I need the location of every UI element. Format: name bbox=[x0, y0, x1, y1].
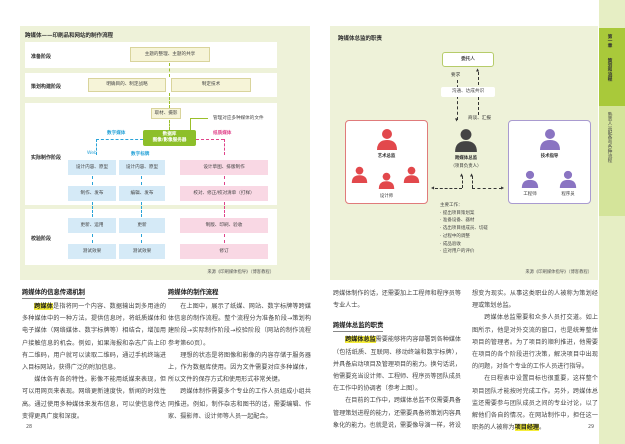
consensus-label: 沟通、达成共识 bbox=[441, 87, 495, 97]
signage-step: 设计内容、原型 bbox=[119, 160, 165, 175]
art-director-icon bbox=[377, 129, 397, 150]
chapter-number: 第一章 bbox=[607, 34, 612, 48]
diagram-title: 跨媒体总监的职责 bbox=[338, 36, 383, 42]
diagram-source: 来源《印刷媒体指导》（博客教程） bbox=[207, 270, 274, 275]
paragraph: 在上图中，展示了纸媒、网站、数字标牌等跨媒体信息的制作流程。整个流程分为准备阶段… bbox=[168, 303, 311, 347]
signage-step: 更新 bbox=[119, 218, 165, 233]
section-tab bbox=[599, 106, 625, 216]
digital-media-label: 数字媒体 bbox=[107, 131, 126, 136]
paper-step: 设计草图、排版制作 bbox=[180, 160, 268, 175]
paper-step: 制版、印刷、验收 bbox=[180, 218, 268, 233]
prep-box: 主题的整理、主题的共享 bbox=[130, 47, 210, 62]
paragraph: 在日程表中设置目标也很重要，这样整个项目团队才能按时完成工作。另外，跨媒体总监还… bbox=[472, 375, 598, 432]
page-number: 29 bbox=[588, 425, 595, 430]
designer-icon bbox=[351, 166, 368, 183]
designer-icon bbox=[378, 172, 395, 189]
highlight-term: 跨媒体 bbox=[34, 303, 54, 310]
designer-label: 设计师 bbox=[379, 194, 394, 199]
plan-box: 制定技术 bbox=[171, 78, 251, 92]
chapter-tab bbox=[599, 28, 625, 106]
paragraph: 在目前的工作中，跨媒体总监不仅需要具备管理策划进程的能力，还需要具备将策划内容具… bbox=[333, 397, 461, 429]
signage-label: 数字标牌 bbox=[131, 152, 150, 157]
page-number: 28 bbox=[26, 425, 33, 430]
engineer-label: 工程师 bbox=[523, 192, 537, 197]
paragraph: 跨媒体制作的话，还需要加上工程师和程序员等专业人士。 bbox=[333, 290, 461, 310]
tech-director-icon bbox=[540, 129, 560, 150]
stage-label: 实际制作阶段 bbox=[31, 155, 62, 161]
signage-step: 编辑、发布 bbox=[119, 186, 165, 201]
cross-media-director-icon bbox=[455, 129, 477, 152]
paragraph: 想变为现实。从事这类职业的人被称为策划经理或策划总监。 bbox=[472, 290, 598, 310]
tech-director-label: 技术指导 bbox=[540, 154, 559, 159]
paragraph: 媒体各有各的特性。影像不能用纸媒来表现，但可以用网页来表现。网络更新速度快，新闻… bbox=[22, 376, 166, 420]
shoot-box: 取材、摄影 bbox=[151, 108, 181, 119]
plan-box: 明确目的、制定战略 bbox=[88, 78, 166, 92]
section-heading: 跨媒体的制作流程 bbox=[168, 288, 219, 299]
engineer-icon bbox=[521, 170, 539, 188]
web-step: 更新、运用 bbox=[68, 218, 116, 233]
paragraph: 跨媒体总监需要和众多人员打交道。如上图所示，他是对外交流的窗口，也是统筹整体项目… bbox=[472, 314, 598, 371]
main-work-list: 主要工作： · 提出项目策划案 · 准备设备、器材 · 选出项目组成员、切磋 ·… bbox=[440, 203, 488, 255]
database-box: 数据库图像/影像服务器 bbox=[143, 130, 196, 146]
highlight-term: 项目经理 bbox=[514, 424, 540, 432]
file-note: 管理对应多种媒体的文件 bbox=[213, 116, 264, 121]
designer-icon bbox=[403, 166, 420, 183]
production-flow-diagram: 跨媒体——印刷品和网站的制作流程 准备阶段 策划构建阶段 实际制作阶段 校验阶段… bbox=[20, 26, 310, 280]
section-heading: 跨媒体的信息传递机制 bbox=[22, 288, 85, 299]
paper-step: 校对、修正/校对清单（打样） bbox=[180, 186, 268, 201]
web-step: 测试效果 bbox=[68, 244, 116, 259]
right-column-1: 跨媒体制作的话，还需要加上工程师和程序员等专业人士。 跨媒体总监的职责 跨媒体总… bbox=[333, 288, 461, 432]
diagram-title: 跨媒体——印刷品和网站的制作流程 bbox=[25, 33, 114, 39]
request-label: 要求 bbox=[451, 73, 461, 78]
section-heading: 跨媒体总监的职责 bbox=[333, 321, 384, 333]
left-column-2: 跨媒体的制作流程 在上图中，展示了纸媒、网站、数字标牌等跨媒体信息的制作流程。整… bbox=[168, 287, 311, 423]
paragraph: 跨媒体制作需要多个专业的工作人员组成小组共同推进。例如，制作杂志和图书的话，需要… bbox=[168, 388, 311, 420]
director-role-diagram: 跨媒体总监的职责 委托人 要求 ▼ ▲ 沟通、达成共识 商谈、汇报 艺术总监 设… bbox=[330, 26, 598, 280]
client-box: 委托人 bbox=[442, 52, 494, 67]
programmer-label: 程序员 bbox=[561, 192, 575, 197]
section-title: 熟悉人员配备与各种流程 bbox=[607, 112, 612, 163]
signage-step: 测试效果 bbox=[119, 244, 165, 259]
stage-label: 准备阶段 bbox=[31, 54, 52, 60]
left-column-1: 跨媒体的信息传递机制 跨媒体是指将同一个内容、数据输出到多用途的多种媒体中的一种… bbox=[22, 287, 166, 423]
stage-label: 校验阶段 bbox=[31, 236, 52, 242]
chapter-title: 策划和流程 bbox=[607, 58, 612, 81]
diagram-source: 来源《印刷媒体指导》（博客教程） bbox=[525, 270, 592, 275]
project-lead-label: （项目负责人） bbox=[450, 164, 482, 169]
right-column-2: 想变为现实。从事这类职业的人被称为策划经理或策划总监。 跨媒体总监需要和众多人员… bbox=[472, 288, 598, 434]
paper-media-label: 纸质媒体 bbox=[213, 131, 232, 136]
web-step: 设计内容、原型 bbox=[68, 160, 116, 175]
stage-label: 策划构建阶段 bbox=[31, 84, 62, 90]
paragraph: 理想的状态是将图像和影像的内容存储于服务器上，作为数据库使用。因为文件需要对应多… bbox=[168, 351, 311, 384]
web-step: 制作、发布 bbox=[68, 186, 116, 201]
art-director-label: 艺术总监 bbox=[377, 154, 396, 159]
director-label: 跨媒体总监 bbox=[455, 156, 477, 161]
paragraph: 跨媒体是指将同一个内容、数据输出到多用途的多种媒体中的一种方法。提供信息时，将纸… bbox=[22, 303, 167, 372]
report-label: 商谈、汇报 bbox=[468, 116, 491, 121]
web-label: Web bbox=[87, 151, 98, 156]
highlight-term: 跨媒体总监 bbox=[345, 336, 376, 344]
paragraph: 跨媒体总监需要能够将内容部署到各种媒体（包括纸质、互联网、移动终端和数字标牌），… bbox=[333, 336, 462, 393]
programmer-icon bbox=[559, 170, 577, 188]
paper-step: 修订 bbox=[180, 244, 268, 259]
